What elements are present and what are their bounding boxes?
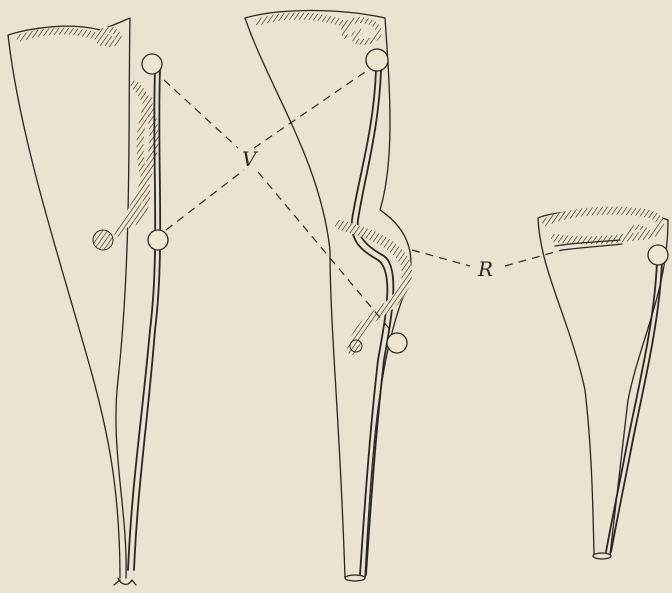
specimen-right bbox=[538, 211, 668, 559]
leader-v-to-middle-low bbox=[258, 172, 392, 332]
specimen-middle-rim-arc bbox=[258, 16, 340, 22]
leader-v-to-middle-top bbox=[254, 70, 368, 148]
leader-r-to-right bbox=[505, 250, 562, 266]
specimen-right-body-outline bbox=[538, 211, 668, 555]
specimen-right-foot bbox=[593, 553, 611, 559]
specimen-left-body-outline bbox=[8, 18, 130, 578]
specimen-middle-rim-spiral bbox=[344, 20, 379, 42]
specimen-middle-gullet-band bbox=[340, 225, 407, 350]
specimen-left-rim-arc bbox=[20, 31, 95, 38]
specimen-left-vacuole-top bbox=[142, 54, 162, 74]
specimen-middle-gullet-coil bbox=[350, 340, 362, 352]
specimen-middle-body-outline bbox=[245, 11, 411, 579]
specimen-middle-vacuole-low bbox=[387, 333, 407, 353]
leader-lines-v bbox=[164, 70, 392, 332]
specimen-middle bbox=[245, 11, 411, 582]
specimen-left-foot bbox=[114, 578, 136, 585]
label-r: R bbox=[477, 257, 493, 281]
leader-v-to-left-mid bbox=[166, 170, 244, 230]
leader-r-to-middle bbox=[412, 250, 470, 266]
specimen-left bbox=[8, 18, 168, 585]
specimen-left-gullet-coil bbox=[93, 230, 113, 250]
leader-v-to-left-top bbox=[164, 80, 238, 148]
specimen-middle-vacuole-top bbox=[366, 49, 388, 71]
specimen-right-stalk-1 bbox=[606, 262, 657, 552]
specimen-right-vacuole bbox=[648, 245, 668, 265]
label-v: V bbox=[242, 147, 259, 171]
specimen-left-vacuole-mid bbox=[148, 230, 168, 250]
specimen-left-rim-spiral bbox=[99, 30, 119, 44]
specimen-middle-foot bbox=[345, 575, 365, 581]
